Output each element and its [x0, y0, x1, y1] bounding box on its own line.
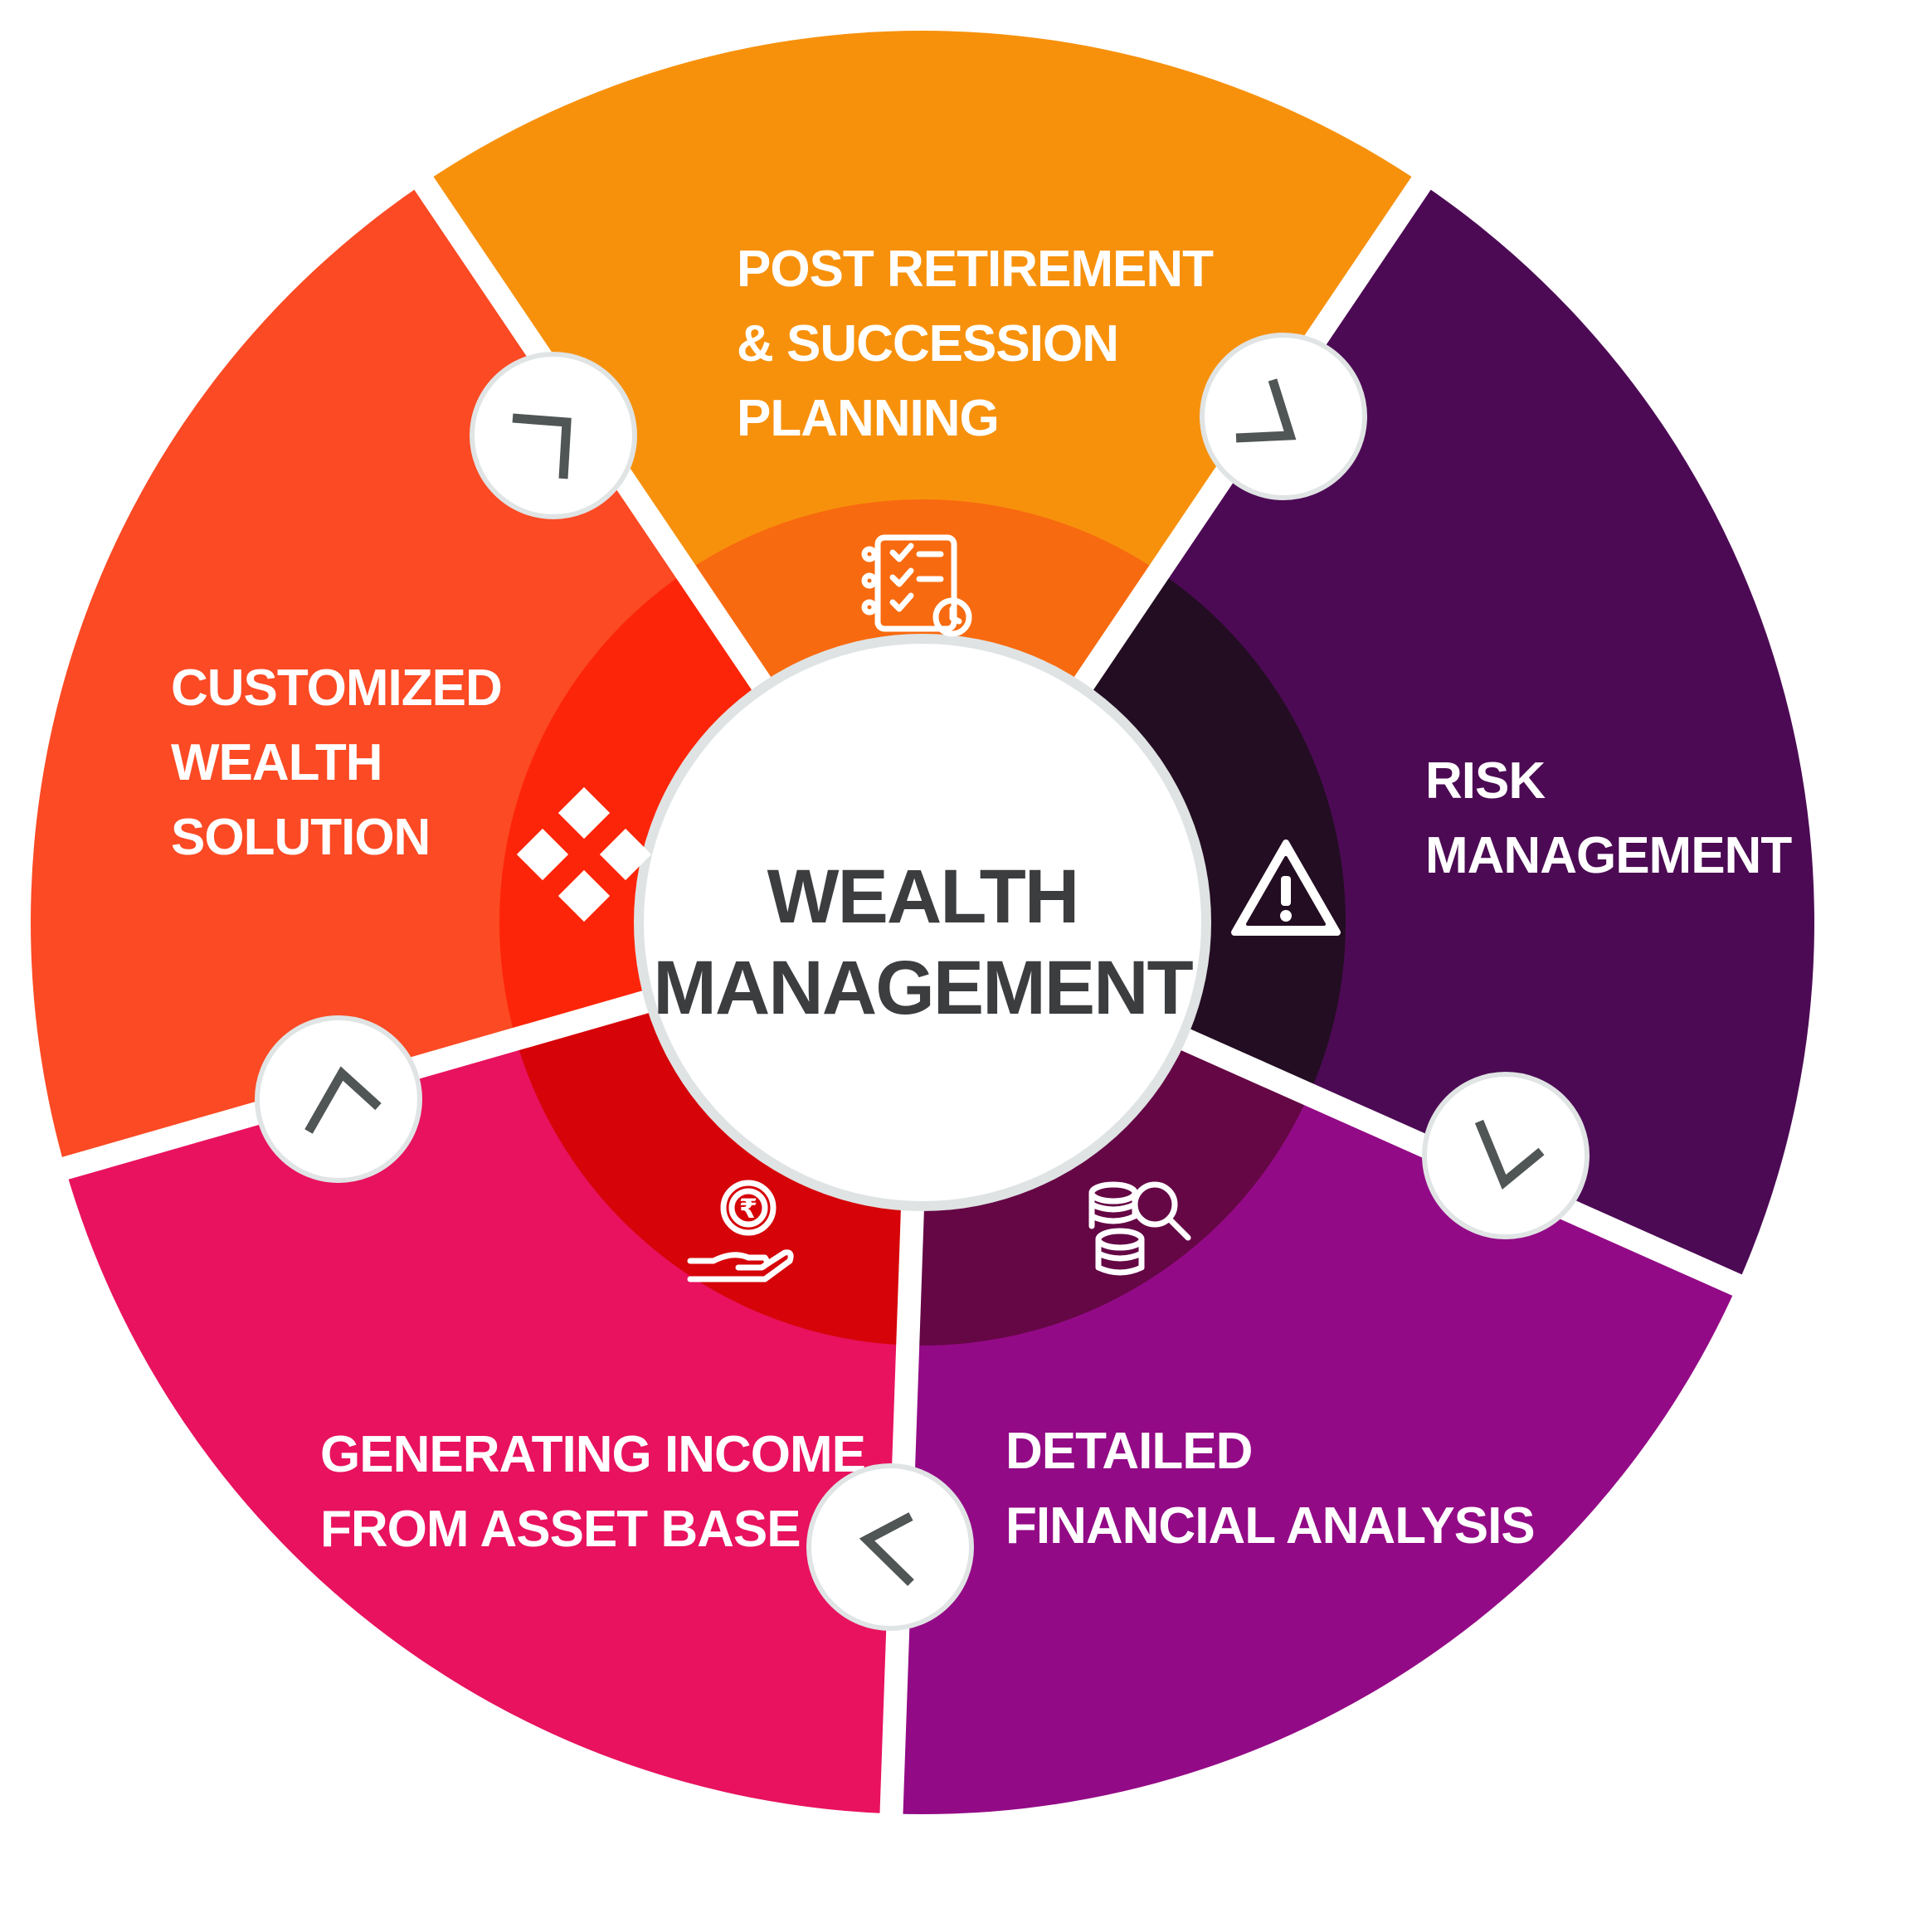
chevron-icon: [859, 1512, 914, 1586]
coins-magnifier-icon: [1088, 1181, 1191, 1276]
hub-title-line-2: MANAGEMENT: [653, 946, 1193, 1030]
checklist-clock-icon: [861, 534, 972, 637]
hub-title-line-1: WEALTH: [767, 854, 1078, 939]
connector-top-left: [470, 352, 637, 519]
label-post-retirement-line-2: & SUCCESSION: [737, 315, 1118, 372]
label-generating-income-line-1: GENERATING INCOME: [320, 1426, 865, 1483]
segment-labels: POST RETIREMENT & SUCCESSION PLANNING RI…: [171, 241, 1793, 1558]
label-post-retirement-line-3: PLANNING: [737, 390, 999, 447]
chevron-icon: [512, 413, 572, 479]
connector-top-right: [1200, 333, 1367, 500]
label-financial-analysis-line-2: FINANCIAL ANALYSIS: [1005, 1497, 1535, 1555]
label-customized-wealth-line-3: SOLUTION: [171, 809, 430, 866]
label-customized-wealth-line-2: WEALTH: [171, 734, 382, 791]
hub-circle: [644, 644, 1201, 1201]
connector-bottom: [806, 1463, 974, 1631]
svg-text:₹: ₹: [739, 1194, 757, 1224]
chevron-icon: [1235, 378, 1297, 443]
chevron-icon: [304, 1066, 382, 1134]
label-risk-management-line-2: MANAGEMENT: [1425, 827, 1792, 884]
label-customized-wealth-line-1: CUSTOMIZED: [171, 659, 502, 717]
hub: WEALTH MANAGEMENT: [634, 634, 1211, 1211]
segment-post-retirement: [423, 30, 1422, 923]
connector-left: [255, 1015, 422, 1183]
connector-right: [1422, 1072, 1590, 1239]
label-generating-income-line-2: FROM ASSET BASE: [320, 1501, 801, 1558]
label-financial-analysis-line-1: DETAILED: [1005, 1423, 1252, 1480]
label-risk-management-line-1: RISK: [1425, 752, 1546, 810]
chevron-icon: [1474, 1119, 1545, 1190]
label-post-retirement-line-1: POST RETIREMENT: [737, 241, 1214, 298]
warning-triangle-icon: [1231, 839, 1341, 936]
rupee-hand-icon: ₹: [687, 1180, 794, 1282]
connectors: [255, 333, 1590, 1631]
